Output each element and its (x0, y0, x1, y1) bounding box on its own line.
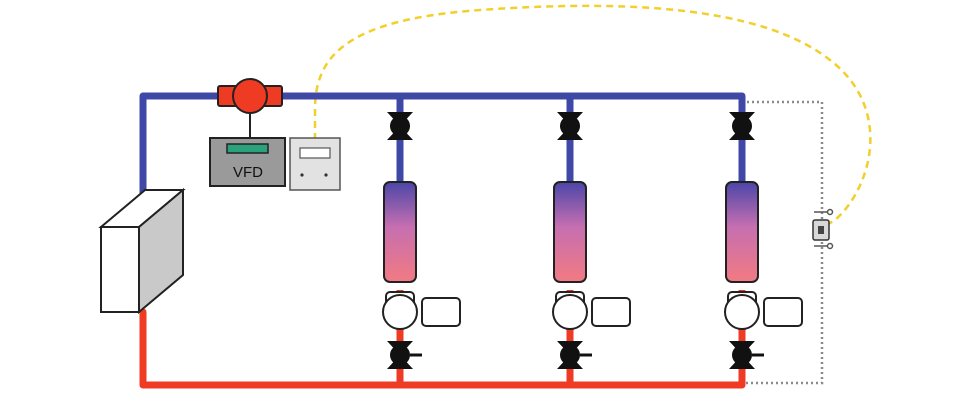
load-3 (724, 112, 803, 369)
pump-controller-box (421, 297, 461, 327)
vfd-unit: VFD (209, 137, 286, 187)
branch-pump-icon (724, 291, 760, 330)
butterfly-valve-icon (557, 112, 583, 140)
branch-pump-icon (552, 291, 588, 330)
vfd-label: VFD (233, 164, 263, 181)
control-valve-icon (557, 341, 592, 369)
butterfly-valve-icon (387, 112, 413, 140)
dp-sensing-line (742, 100, 824, 385)
controller-unit (289, 137, 341, 191)
pump-controller-box (763, 297, 803, 327)
centrifugal-pump-icon (217, 78, 283, 140)
control-signal-line (313, 4, 872, 228)
pump-controller-box (591, 297, 631, 327)
vfd-display (226, 143, 269, 154)
control-valve-icon (387, 341, 422, 369)
load-branches (382, 112, 803, 369)
control-valve-icon (729, 341, 764, 369)
branch-pump-icon (382, 291, 418, 330)
cooling-coil-icon (383, 181, 417, 283)
load-2 (552, 112, 631, 369)
controller-display (299, 147, 331, 159)
cooling-coil-icon (553, 181, 587, 283)
differential-pressure-sensor-icon (812, 208, 834, 250)
chiller-box-icon (98, 187, 186, 315)
load-1 (382, 112, 461, 369)
cooling-coil-icon (725, 181, 759, 283)
butterfly-valve-icon (729, 112, 755, 140)
supply-piping (139, 92, 746, 199)
